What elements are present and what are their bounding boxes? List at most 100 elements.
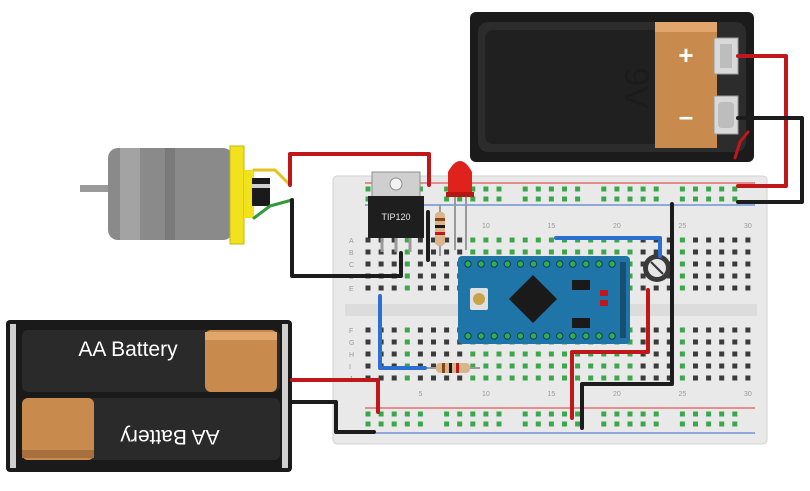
breadboard-hole (444, 285, 450, 291)
breadboard-hole (732, 339, 738, 345)
breadboard-hole (706, 186, 712, 192)
aa-cell-2-label: AA Battery (120, 425, 220, 448)
breadboard-hole (719, 261, 725, 267)
tip120-transistor: TIP120 (368, 171, 424, 252)
breadboard-hole (378, 421, 384, 427)
breadboard-hole (575, 421, 581, 427)
breadboard-hole (404, 421, 410, 427)
breadboard-hole (679, 339, 685, 345)
breadboard-hole (732, 249, 738, 255)
breadboard-hole (666, 237, 672, 243)
breadboard-hole (365, 411, 371, 417)
wire-9v-red (736, 54, 788, 188)
breadboard-hole (719, 186, 725, 192)
resistor-horizontal (425, 363, 480, 373)
breadboard-hole (640, 285, 646, 291)
breadboard-hole (666, 273, 672, 279)
breadboard-hole (693, 363, 698, 369)
breadboard-hole (706, 375, 712, 381)
breadboard-hole (640, 363, 646, 369)
breadboard-hole (457, 421, 463, 427)
breadboard-hole (653, 339, 659, 345)
breadboard-hole (653, 411, 659, 417)
breadboard-hole (404, 375, 410, 381)
breadboard-column-label: 25 (679, 223, 687, 230)
wire-blue-left (378, 294, 427, 370)
breadboard-hole (404, 249, 410, 255)
breadboard-hole (391, 237, 397, 243)
breadboard-hole (627, 363, 633, 369)
breadboard-hole (745, 339, 751, 345)
breadboard-hole (732, 261, 738, 267)
breadboard-hole (745, 237, 751, 243)
arduino-pin (608, 332, 616, 340)
breadboard-hole (444, 375, 450, 381)
breadboard-hole (509, 351, 515, 357)
breadboard-hole (627, 186, 633, 192)
breadboard-hole (679, 273, 685, 279)
breadboard-hole (496, 351, 502, 357)
breadboard-hole (666, 363, 672, 369)
breadboard-hole (444, 249, 450, 255)
breadboard-hole (391, 339, 397, 345)
red-led (446, 161, 474, 250)
breadboard-hole (653, 196, 659, 202)
breadboard-hole (404, 261, 410, 267)
breadboard-hole (679, 327, 685, 333)
breadboard-hole (601, 421, 607, 427)
breadboard-hole (378, 375, 384, 381)
arduino-pin (556, 260, 564, 268)
breadboard-hole (706, 351, 712, 357)
breadboard-hole (431, 249, 436, 255)
breadboard-hole (601, 363, 607, 369)
breadboard-hole (470, 351, 476, 357)
breadboard-hole (404, 339, 410, 345)
breadboard-hole (575, 375, 581, 381)
breadboard-hole (431, 285, 436, 291)
arduino-pin (477, 260, 485, 268)
breadboard-hole (417, 285, 423, 291)
breadboard-hole (483, 249, 489, 255)
wire-blue-top (554, 236, 662, 258)
arduino-pin (582, 260, 590, 268)
arduino-pin (608, 260, 616, 268)
breadboard-hole (391, 249, 397, 255)
breadboard-hole (431, 363, 436, 369)
breadboard-hole (601, 186, 607, 192)
arduino-top-pins (464, 260, 616, 268)
breadboard-hole (522, 363, 528, 369)
breadboard-hole (666, 249, 672, 255)
breadboard-hole (522, 421, 528, 427)
breadboard-hole (627, 375, 633, 381)
breadboard-hole (640, 339, 646, 345)
breadboard-hole (653, 327, 659, 333)
breadboard-hole (562, 249, 567, 255)
breadboard-hole (745, 351, 751, 357)
breadboard-hole (444, 411, 450, 417)
breadboard-hole (404, 237, 410, 243)
breadboard-hole (732, 375, 738, 381)
breadboard-hole (444, 273, 450, 279)
breadboard-hole (417, 327, 423, 333)
breadboard-hole (719, 411, 725, 417)
breadboard-hole (483, 237, 489, 243)
breadboard-hole (417, 375, 423, 381)
breadboard-hole (548, 421, 554, 427)
breadboard-hole (522, 249, 528, 255)
breadboard-hole (404, 273, 410, 279)
breadboard-hole (653, 375, 659, 381)
breadboard-hole (535, 249, 541, 255)
breadboard-row-label: H (349, 352, 354, 359)
breadboard-hole (535, 351, 541, 357)
breadboard-hole (627, 421, 633, 427)
breadboard-hole (732, 351, 738, 357)
breadboard-hole (653, 421, 659, 427)
breadboard-hole (732, 237, 738, 243)
breadboard-hole (365, 327, 371, 333)
breadboard-hole (693, 196, 698, 202)
breadboard-hole (653, 186, 659, 192)
breadboard-hole (431, 351, 436, 357)
wire-motor-black (290, 198, 403, 278)
breadboard-hole (444, 327, 450, 333)
breadboard-hole (653, 249, 659, 255)
